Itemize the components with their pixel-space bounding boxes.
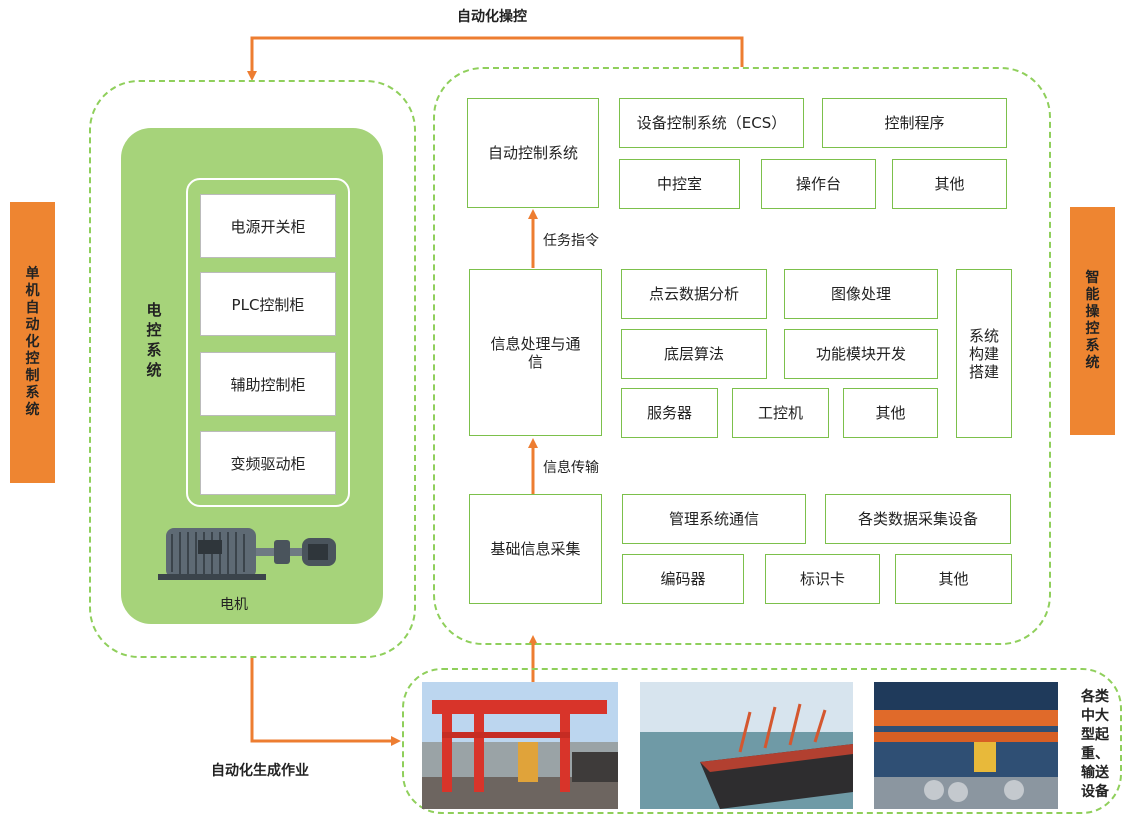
cabinet-group: [186, 178, 350, 507]
left-system-label: 单 机 自 动 化 控 制 系 统: [10, 202, 55, 483]
equipment-container: [402, 668, 1122, 814]
top-control-arrow: [247, 36, 744, 81]
port-ship-photo: [640, 682, 853, 809]
ipc-box: 工控机: [732, 388, 829, 438]
management-comm-box: 管理系统通信: [622, 494, 806, 544]
electric-control-title: 电 控 系 统: [146, 301, 162, 379]
equipment-label: 各类 中大 型起 重、 输送 设备: [1081, 689, 1109, 800]
gantry-crane-photo: [422, 682, 618, 809]
function-module-box: 功能模块开发: [784, 329, 938, 379]
console-box: 操作台: [761, 159, 876, 209]
cabinet-power-switch: 电源开关柜: [200, 194, 336, 258]
auto-control-system: 自动控制系统: [467, 98, 599, 208]
point-cloud-box: 点云数据分析: [621, 269, 767, 319]
motor-image: [158, 528, 336, 580]
id-card-box: 标识卡: [765, 554, 880, 604]
encoder-box: 编码器: [622, 554, 744, 604]
warehouse-crane-photo: [874, 682, 1058, 809]
server-box: 服务器: [621, 388, 718, 438]
intelligent-control-container: [433, 67, 1051, 645]
bottom-operation-label: 自动化生成作业: [211, 763, 309, 779]
basic-info-collection-box: 基础信息采集: [469, 494, 602, 604]
control-program-box: 控制程序: [822, 98, 1007, 148]
data-collection-devices-box: 各类数据采集设备: [825, 494, 1011, 544]
task-command-label: 任务指令: [543, 233, 599, 249]
control-other-box: 其他: [892, 159, 1007, 209]
right-system-label: 智 能 操 控 系 统: [1070, 207, 1115, 435]
base-algorithm-box: 底层算法: [621, 329, 767, 379]
info-other-box: 其他: [843, 388, 938, 438]
cabinet-vfd: 变频驱动柜: [200, 431, 336, 495]
collect-other-box: 其他: [895, 554, 1012, 604]
cabinet-plc: PLC控制柜: [200, 272, 336, 336]
ecs-box: 设备控制系统（ECS）: [619, 98, 804, 148]
top-control-label: 自动化操控: [457, 9, 527, 25]
image-processing-box: 图像处理: [784, 269, 938, 319]
system-build-box: 系统 构建 搭建: [956, 269, 1012, 438]
info-processing-box: 信息处理与通 信: [469, 269, 602, 436]
single-machine-container: [89, 80, 416, 658]
bottom-operation-arrow: [250, 658, 401, 746]
motor-label: 电机: [220, 597, 248, 613]
central-control-room-box: 中控室: [619, 159, 740, 209]
cabinet-auxiliary: 辅助控制柜: [200, 352, 336, 416]
info-transfer-label: 信息传输: [543, 460, 599, 476]
